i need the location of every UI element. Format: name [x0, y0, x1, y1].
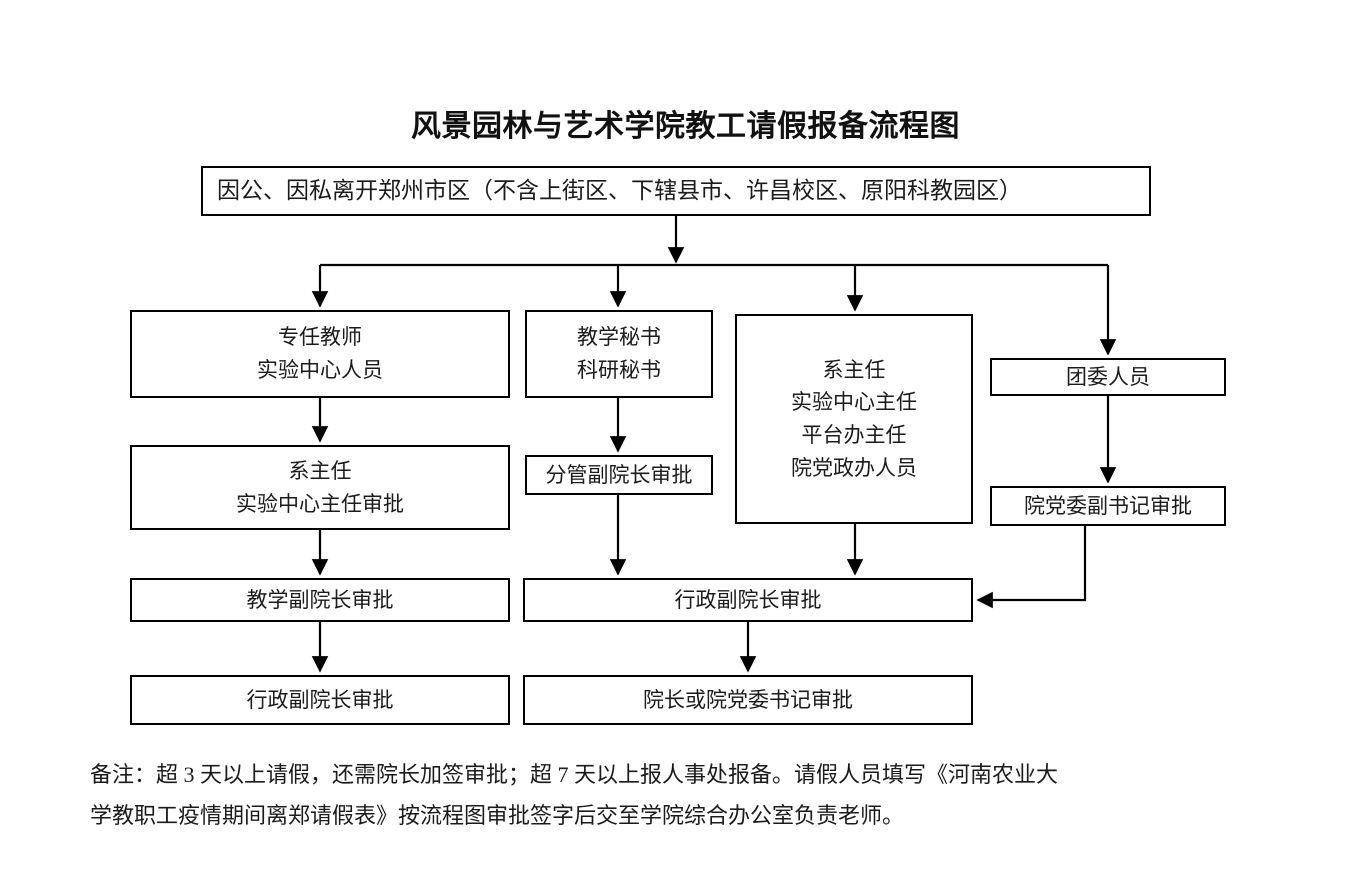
node-line: 行政副院长审批: [246, 687, 394, 712]
edge-c4n2-to-shared1: [976, 521, 1087, 609]
node-line: 院党委副书记审批: [1024, 493, 1192, 518]
footnote: 备注：超 3 天以上请假，还需院长加签审批；超 7 天以上报人事处报备。请假人员…: [90, 755, 1290, 836]
node-line: 科研秘书: [577, 358, 661, 382]
node-shared-dean-or-party-secretary-approval[interactable]: 院长或院党委书记审批: [523, 675, 973, 725]
node-shared-admin-vice-dean-approval[interactable]: 行政副院长审批: [523, 578, 973, 622]
node-col3-directors[interactable]: 系主任 实验中心主任 平台办主任 院党政办人员: [735, 314, 973, 524]
node-line: 院党政办人员: [791, 455, 917, 480]
node-col1-dept-head-approval[interactable]: 系主任 实验中心主任审批: [130, 445, 510, 530]
node-line: 院长或院党委书记审批: [643, 687, 853, 712]
node-col4-youth-league-staff[interactable]: 团委人员: [990, 358, 1226, 396]
node-col2-responsible-vice-dean-approval[interactable]: 分管副院长审批: [525, 455, 713, 495]
node-col1-admin-vice-dean-approval[interactable]: 行政副院长审批: [130, 675, 510, 725]
node-line: 实验中心主任审批: [236, 491, 404, 516]
node-line: 教学副院长审批: [246, 587, 394, 612]
node-line: 行政副院长审批: [674, 587, 822, 612]
page-title: 风景园林与艺术学院教工请假报备流程图: [411, 109, 960, 144]
node-line: 实验中心人员: [257, 358, 383, 382]
node-line: 系主任: [288, 458, 352, 483]
node-line: 系主任: [822, 357, 886, 382]
node-line: 分管副院长审批: [545, 462, 693, 487]
node-line: 专任教师: [278, 325, 362, 350]
footnote-line-2: 学教职工疫情期间离郑请假表》按流程图审批签字后交至学院综合办公室负责老师。: [90, 802, 905, 828]
node-col4-party-deputy-secretary-approval[interactable]: 院党委副书记审批: [990, 486, 1226, 526]
node-line: 教学秘书: [577, 325, 661, 350]
node-line: 实验中心主任: [791, 390, 917, 415]
footnote-line-1: 备注：超 3 天以上请假，还需院长加签审批；超 7 天以上报人事处报备。请假人员…: [90, 762, 1059, 787]
node-col2-secretaries[interactable]: 教学秘书 科研秘书: [525, 310, 713, 398]
node-line: 平台办主任: [801, 423, 907, 447]
node-col1-teaching-vice-dean-approval[interactable]: 教学副院长审批: [130, 578, 510, 622]
node-line: 团委人员: [1066, 364, 1150, 389]
node-start-label: 因公、因私离开郑州市区（不含上街区、下辖县市、许昌校区、原阳科教园区）: [217, 178, 1022, 204]
node-start[interactable]: 因公、因私离开郑州市区（不含上街区、下辖县市、许昌校区、原阳科教园区）: [201, 166, 1151, 216]
node-col1-teachers[interactable]: 专任教师 实验中心人员: [130, 310, 510, 398]
